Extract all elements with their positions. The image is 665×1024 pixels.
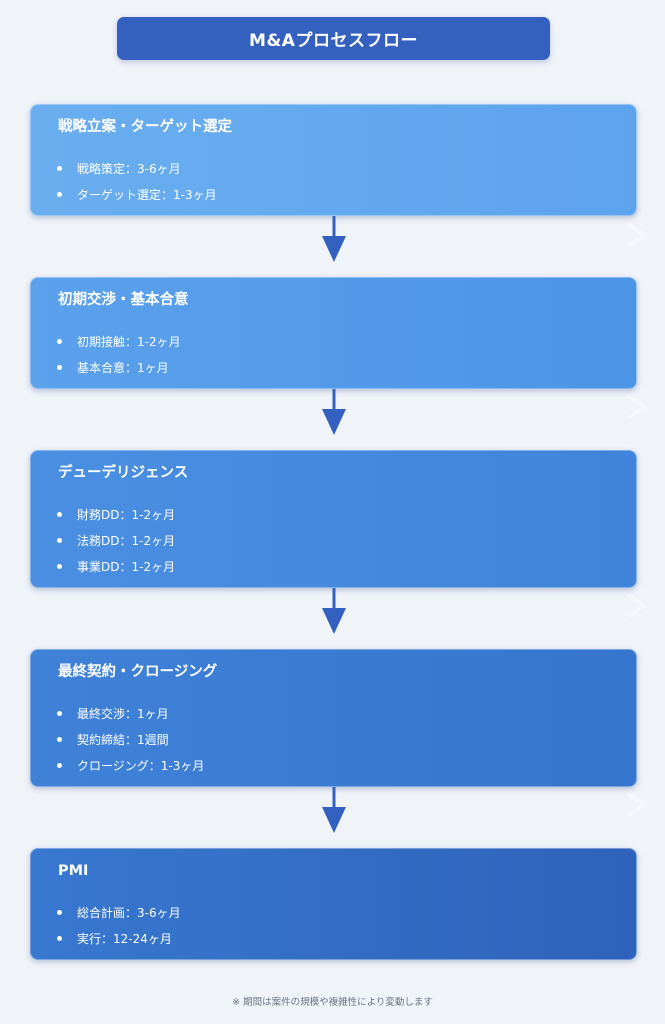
step-title: 最終契約・クロージング	[58, 664, 218, 680]
step-item: 総合計画：3-6ヶ月	[57, 899, 181, 925]
step-box-pmi: PMI 総合計画：3-6ヶ月 実行：12-24ヶ月	[30, 848, 637, 960]
step-item-label: ターゲット選定：1-3ヶ月	[77, 187, 217, 202]
step-item: 実行：12-24ヶ月	[57, 925, 181, 951]
chevron-right-icon	[626, 792, 648, 818]
bullet-icon	[57, 511, 62, 517]
step-title: PMI	[58, 863, 89, 879]
step-item: 契約締結：1週間	[57, 726, 204, 752]
bullet-icon	[57, 909, 62, 915]
step-item-list: 総合計画：3-6ヶ月 実行：12-24ヶ月	[57, 899, 181, 951]
step-item: 戦略策定：3-6ヶ月	[57, 155, 217, 181]
step-title: デューデリジェンス	[58, 465, 189, 481]
step-box-strategy: 戦略立案・ターゲット選定 戦略策定：3-6ヶ月 ターゲット選定：1-3ヶ月	[30, 104, 637, 216]
down-arrow-icon	[322, 588, 346, 634]
step-item-label: 基本合意：1ヶ月	[77, 360, 169, 375]
step-item: 法務DD：1-2ヶ月	[57, 527, 175, 553]
step-item-label: 実行：12-24ヶ月	[77, 931, 172, 946]
step-item-label: 最終交渉：1ヶ月	[77, 706, 169, 721]
step-item-label: 契約締結：1週間	[77, 732, 169, 747]
down-arrow-icon	[322, 389, 346, 435]
step-item-list: 戦略策定：3-6ヶ月 ターゲット選定：1-3ヶ月	[57, 155, 217, 207]
step-item-label: 戦略策定：3-6ヶ月	[77, 161, 181, 176]
step-item-label: 初期接触：1-2ヶ月	[77, 334, 181, 349]
step-item-list: 最終交渉：1ヶ月 契約締結：1週間 クロージング：1-3ヶ月	[57, 700, 204, 778]
down-arrow-icon	[322, 216, 346, 262]
step-item-list: 財務DD：1-2ヶ月 法務DD：1-2ヶ月 事業DD：1-2ヶ月	[57, 501, 175, 579]
step-title: 戦略立案・ターゲット選定	[58, 119, 232, 135]
step-item-label: クロージング：1-3ヶ月	[77, 758, 205, 773]
step-item-label: 総合計画：3-6ヶ月	[77, 905, 181, 920]
bullet-icon	[57, 563, 62, 569]
step-item-label: 財務DD：1-2ヶ月	[77, 507, 176, 522]
footnote: ※ 期間は案件の規模や複雑性により変動します	[232, 997, 433, 1008]
chevron-right-icon	[626, 394, 648, 420]
step-item-list: 初期接触：1-2ヶ月 基本合意：1ヶ月	[57, 328, 181, 380]
step-item-label: 事業DD：1-2ヶ月	[77, 559, 176, 574]
bullet-icon	[57, 165, 62, 171]
step-item: 基本合意：1ヶ月	[57, 354, 181, 380]
step-box-due-diligence: デューデリジェンス 財務DD：1-2ヶ月 法務DD：1-2ヶ月 事業DD：1-2…	[30, 450, 637, 588]
step-item: ターゲット選定：1-3ヶ月	[57, 181, 217, 207]
step-box-initial-negotiation: 初期交渉・基本合意 初期接触：1-2ヶ月 基本合意：1ヶ月	[30, 277, 637, 389]
bullet-icon	[57, 935, 62, 941]
step-item: クロージング：1-3ヶ月	[57, 752, 204, 778]
step-item: 最終交渉：1ヶ月	[57, 700, 204, 726]
step-box-final-contract: 最終契約・クロージング 最終交渉：1ヶ月 契約締結：1週間 クロージング：1-3…	[30, 649, 637, 787]
bullet-icon	[57, 537, 62, 543]
step-item: 初期接触：1-2ヶ月	[57, 328, 181, 354]
bullet-icon	[57, 762, 62, 768]
step-item: 財務DD：1-2ヶ月	[57, 501, 175, 527]
bullet-icon	[57, 338, 62, 344]
chevron-right-icon	[626, 222, 648, 248]
step-title: 初期交渉・基本合意	[58, 292, 189, 308]
bullet-icon	[57, 191, 62, 197]
down-arrow-icon	[322, 787, 346, 833]
bullet-icon	[57, 710, 62, 716]
step-item-label: 法務DD：1-2ヶ月	[77, 533, 176, 548]
bullet-icon	[57, 736, 62, 742]
bullet-icon	[57, 364, 62, 370]
step-item: 事業DD：1-2ヶ月	[57, 553, 175, 579]
chevron-right-icon	[626, 593, 648, 619]
page-title: M&Aプロセスフロー	[117, 17, 550, 60]
